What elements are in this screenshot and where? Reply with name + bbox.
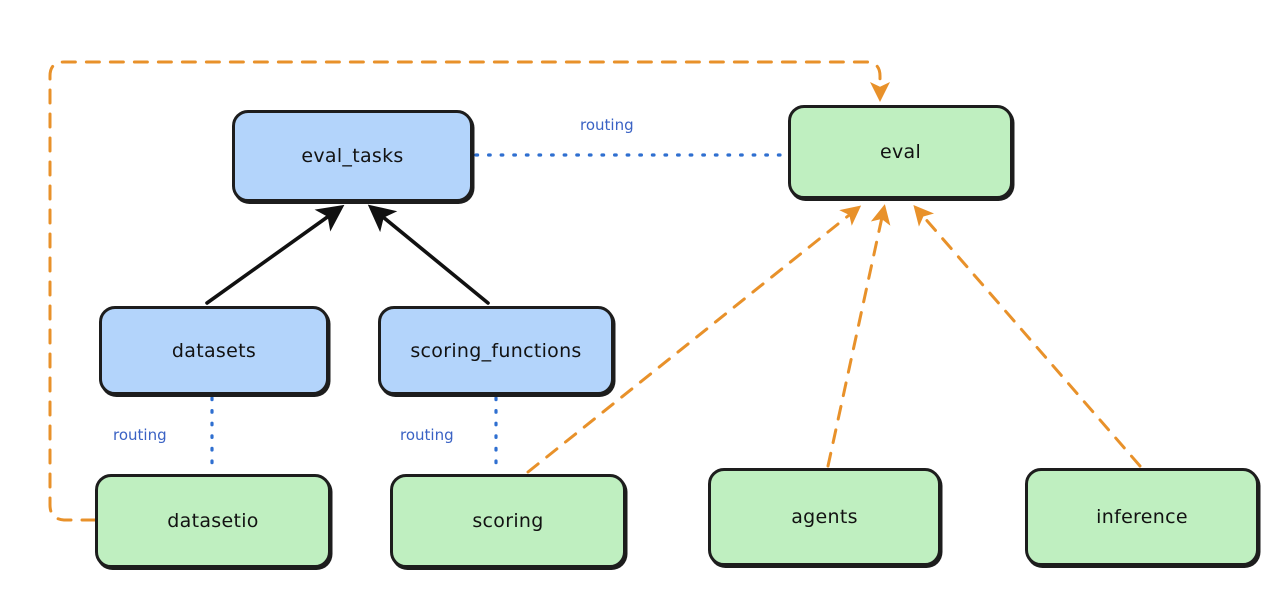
- node-agents[interactable]: agents: [708, 468, 941, 566]
- edge-datasets-to-eval-tasks: [205, 204, 345, 305]
- node-label-datasetio: datasetio: [167, 510, 259, 532]
- node-inference[interactable]: inference: [1025, 468, 1259, 566]
- node-label-inference: inference: [1096, 506, 1188, 528]
- edge-inference-to-eval: [913, 204, 1142, 468]
- node-label-scoring-functions: scoring_functions: [410, 339, 582, 362]
- node-label-agents: agents: [791, 506, 858, 528]
- node-label-eval-tasks: eval_tasks: [301, 145, 404, 167]
- node-label-datasets: datasets: [171, 339, 257, 362]
- node-eval-tasks[interactable]: eval_tasks: [232, 110, 473, 202]
- edge-label-routing-scoring-functions-scoring: routing: [400, 426, 454, 444]
- node-scoring[interactable]: scoring: [390, 474, 626, 568]
- node-datasets[interactable]: datasets: [99, 306, 329, 395]
- node-datasetio[interactable]: datasetio: [95, 474, 331, 568]
- node-eval[interactable]: eval: [788, 105, 1013, 199]
- node-label-eval: eval: [879, 141, 922, 163]
- node-label-scoring: scoring: [472, 510, 544, 532]
- edge-agents-to-eval: [826, 204, 891, 468]
- edge-label-routing-datasets-datasetio: routing: [113, 426, 167, 444]
- node-scoring-functions[interactable]: scoring_functions: [378, 306, 614, 395]
- edge-scoring-functions-to-eval-tasks: [367, 204, 490, 305]
- edge-label-routing-eval-tasks-eval: routing: [580, 116, 634, 134]
